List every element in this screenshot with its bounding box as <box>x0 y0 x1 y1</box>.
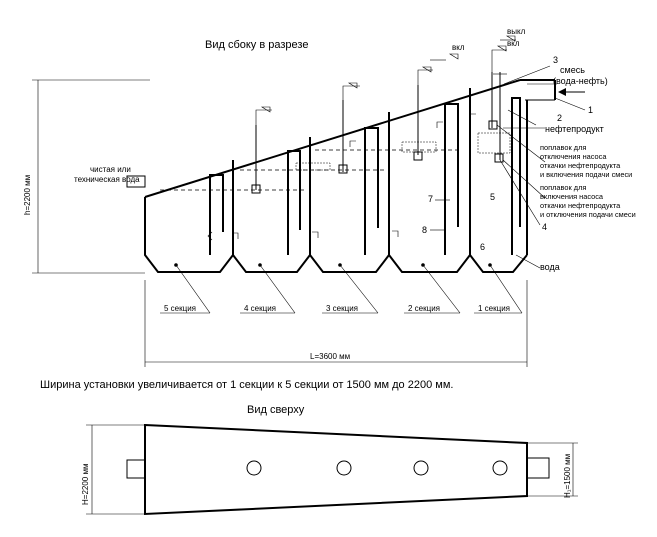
svg-text:h=2200 мм: h=2200 мм <box>23 175 32 215</box>
float-pipes <box>251 72 507 194</box>
callout-3: 3 <box>553 55 558 65</box>
switch-vkl-1: вкл <box>452 43 465 52</box>
inlet-arrow <box>558 88 585 96</box>
top-view-body <box>126 423 550 516</box>
length-dimension: L=3600 мм <box>144 280 528 367</box>
top-right-dimension: H₁=1500 мм <box>527 442 578 498</box>
section-2-label: 2 секция <box>408 304 440 313</box>
flow-arrows <box>207 113 476 241</box>
switch-vkl-2: вкл <box>507 39 520 48</box>
svg-text:поплавок для: поплавок для <box>540 183 586 192</box>
liquid-levels <box>160 132 511 191</box>
outlet-label-1: чистая или <box>90 165 131 174</box>
label-water: вода <box>540 262 560 272</box>
label-oil-product: нефтепродукт <box>545 124 604 134</box>
section-5-label: 5 секция <box>164 304 196 313</box>
svg-text:и включения подачи смеси: и включения подачи смеси <box>540 170 632 179</box>
svg-text:поплавок для: поплавок для <box>540 143 586 152</box>
height-dimension: h=2200 мм <box>23 79 150 274</box>
top-view-title: Вид сверху <box>247 404 305 416</box>
svg-text:включения насоса: включения насоса <box>540 192 604 201</box>
outlet-label-2: техническая вода <box>74 175 140 184</box>
callout-4: 4 <box>542 222 547 232</box>
label-float-on: поплавок для включения насоса откачки не… <box>540 183 636 219</box>
inlet-label-2: (вода-нефть) <box>553 76 608 86</box>
tank-roof <box>144 79 557 198</box>
section-1-label: 1 секция <box>478 304 510 313</box>
switch-flags <box>255 35 516 125</box>
width-note: Ширина установки увеличивается от 1 секц… <box>40 379 453 391</box>
svg-text:отключения насоса: отключения насоса <box>540 152 607 161</box>
svg-text:H₁=1500 мм: H₁=1500 мм <box>563 454 572 498</box>
callout-7: 7 <box>428 194 433 204</box>
top-left-dimension: H=2200 мм <box>81 424 145 515</box>
callout-6: 6 <box>480 242 485 252</box>
inlet-label-1: смесь <box>560 65 585 75</box>
tank-body <box>126 88 528 273</box>
baffles <box>209 97 521 255</box>
section-4-label: 4 секция <box>244 304 276 313</box>
svg-text:откачки нефтепродукта: откачки нефтепродукта <box>540 201 621 210</box>
callout-8: 8 <box>422 225 427 235</box>
section-3-label: 3 секция <box>326 304 358 313</box>
switch-vykl: выкл <box>507 27 526 36</box>
callout-2: 2 <box>557 113 562 123</box>
label-float-off: поплавок для отключения насоса откачки н… <box>540 143 632 179</box>
section-dots <box>174 263 492 267</box>
callout-5: 5 <box>490 192 495 202</box>
svg-text:откачки нефтепродукта: откачки нефтепродукта <box>540 161 621 170</box>
leader-lines <box>430 65 586 269</box>
svg-text:и отключения подачи смеси: и отключения подачи смеси <box>540 210 636 219</box>
side-view-title: Вид сбоку в разрезе <box>205 39 308 51</box>
section-leaders <box>160 264 523 314</box>
svg-text:L=3600 мм: L=3600 мм <box>310 352 350 361</box>
callout-1: 1 <box>588 105 593 115</box>
svg-text:H=2200 мм: H=2200 мм <box>81 464 90 505</box>
